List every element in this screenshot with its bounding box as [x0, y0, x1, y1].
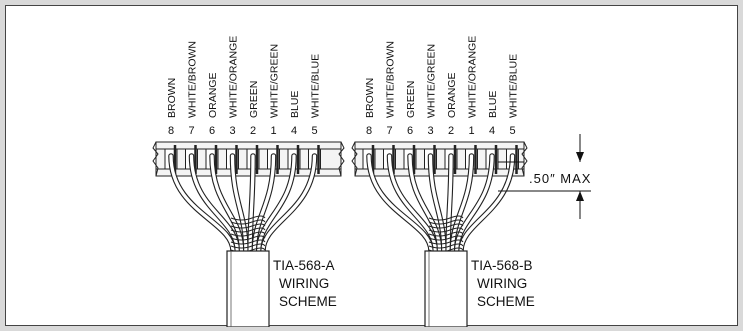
- wire-twist: [428, 223, 464, 229]
- wire-color-label: WHITE/GREEN: [269, 44, 281, 118]
- wire-color-label: WHITE/BLUE: [310, 54, 322, 118]
- wire-color-label: BROWN: [166, 78, 178, 118]
- wire-color-label: ORANGE: [207, 72, 219, 118]
- wire-twist: [428, 243, 464, 249]
- wire-twist: [230, 239, 266, 245]
- wire-twist: [428, 227, 464, 233]
- pin-number: 6: [407, 125, 413, 137]
- pin-number: 4: [489, 125, 495, 137]
- pin-number: 8: [366, 125, 372, 137]
- pin-number: 1: [468, 125, 474, 137]
- wire: [367, 154, 433, 253]
- connector-body: [354, 141, 525, 177]
- tia-568-b-diagram: BROWN WHITE/BROWN GREEN WHITE/GREEN ORANGE WH…: [351, 36, 535, 327]
- wire-twist: [230, 235, 266, 241]
- scheme-caption-line: TIA-568-A: [273, 258, 335, 273]
- wire: [455, 154, 494, 253]
- figure-frame: BROWN WHITE/BROWN ORANGE WHITE/ORANGE GREEN W…: [5, 5, 738, 327]
- wire-twist: [230, 243, 266, 249]
- wire-color-label: WHITE/BLUE: [508, 54, 520, 118]
- scheme-caption-line: SCHEME: [477, 294, 535, 309]
- wire-twist: [230, 219, 266, 225]
- wire: [248, 154, 255, 253]
- wire: [387, 154, 437, 253]
- wire-twist: [428, 215, 464, 221]
- wire-color-label: ORANGE: [446, 72, 458, 118]
- wire-color-label: WHITE/BROWN: [385, 41, 397, 118]
- wire-twist: [230, 215, 266, 221]
- wire: [257, 154, 296, 253]
- pin-number: 4: [291, 125, 297, 137]
- wire-color-label: WHITE/ORANGE: [467, 36, 479, 118]
- wire-twist: [230, 227, 266, 233]
- wire-color-label: GREEN: [405, 81, 417, 118]
- pin-number: 3: [229, 125, 235, 137]
- pin-number: 1: [270, 125, 276, 137]
- dimension-arrowhead-top: [576, 152, 584, 162]
- pin-number: 7: [386, 125, 392, 137]
- tia-568-a-diagram: BROWN WHITE/BROWN ORANGE WHITE/ORANGE GREEN W…: [152, 36, 345, 327]
- pin-number: 5: [311, 125, 317, 137]
- scheme-caption-line: WIRING: [477, 276, 527, 291]
- wire-color-label: WHITE/BROWN: [187, 41, 199, 118]
- wire: [210, 154, 244, 253]
- wire-twist: [428, 239, 464, 245]
- scheme-caption-line: TIA-568-B: [471, 258, 533, 273]
- wire-twist: [230, 231, 266, 237]
- wiring-figure: BROWN WHITE/BROWN ORANGE WHITE/ORANGE GREEN W…: [152, 36, 591, 327]
- wire: [446, 154, 453, 253]
- wire-color-label: BLUE: [289, 91, 301, 118]
- pin-number: 5: [509, 125, 515, 137]
- wire: [408, 154, 442, 253]
- wire-color-label: WHITE/ORANGE: [228, 36, 240, 118]
- pin-number: 6: [209, 125, 215, 137]
- dimension-arrowhead-bottom: [576, 191, 584, 201]
- scheme-caption-line: WIRING: [279, 276, 329, 291]
- wire-twist: [428, 235, 464, 241]
- scheme-caption-line: SCHEME: [279, 294, 337, 309]
- pin-number: 3: [427, 125, 433, 137]
- wire-color-label: WHITE/GREEN: [426, 44, 438, 118]
- dimension-callout: .50″ MAX: [498, 134, 591, 219]
- wire-color-label: BLUE: [487, 91, 499, 118]
- wire-twist: [428, 219, 464, 225]
- wire-color-label: GREEN: [248, 81, 260, 118]
- wire-color-label: BROWN: [364, 78, 376, 118]
- wire-twist: [230, 223, 266, 229]
- dimension-label: .50″ MAX: [529, 171, 591, 186]
- pin-number: 8: [168, 125, 174, 137]
- cable-jacket: [226, 250, 270, 327]
- wire: [189, 154, 239, 253]
- cable-jacket: [424, 250, 468, 327]
- pin-number: 7: [188, 125, 194, 137]
- pin-number: 2: [448, 125, 454, 137]
- wire-twist: [428, 231, 464, 237]
- wire: [169, 154, 235, 253]
- pin-number: 2: [250, 125, 256, 137]
